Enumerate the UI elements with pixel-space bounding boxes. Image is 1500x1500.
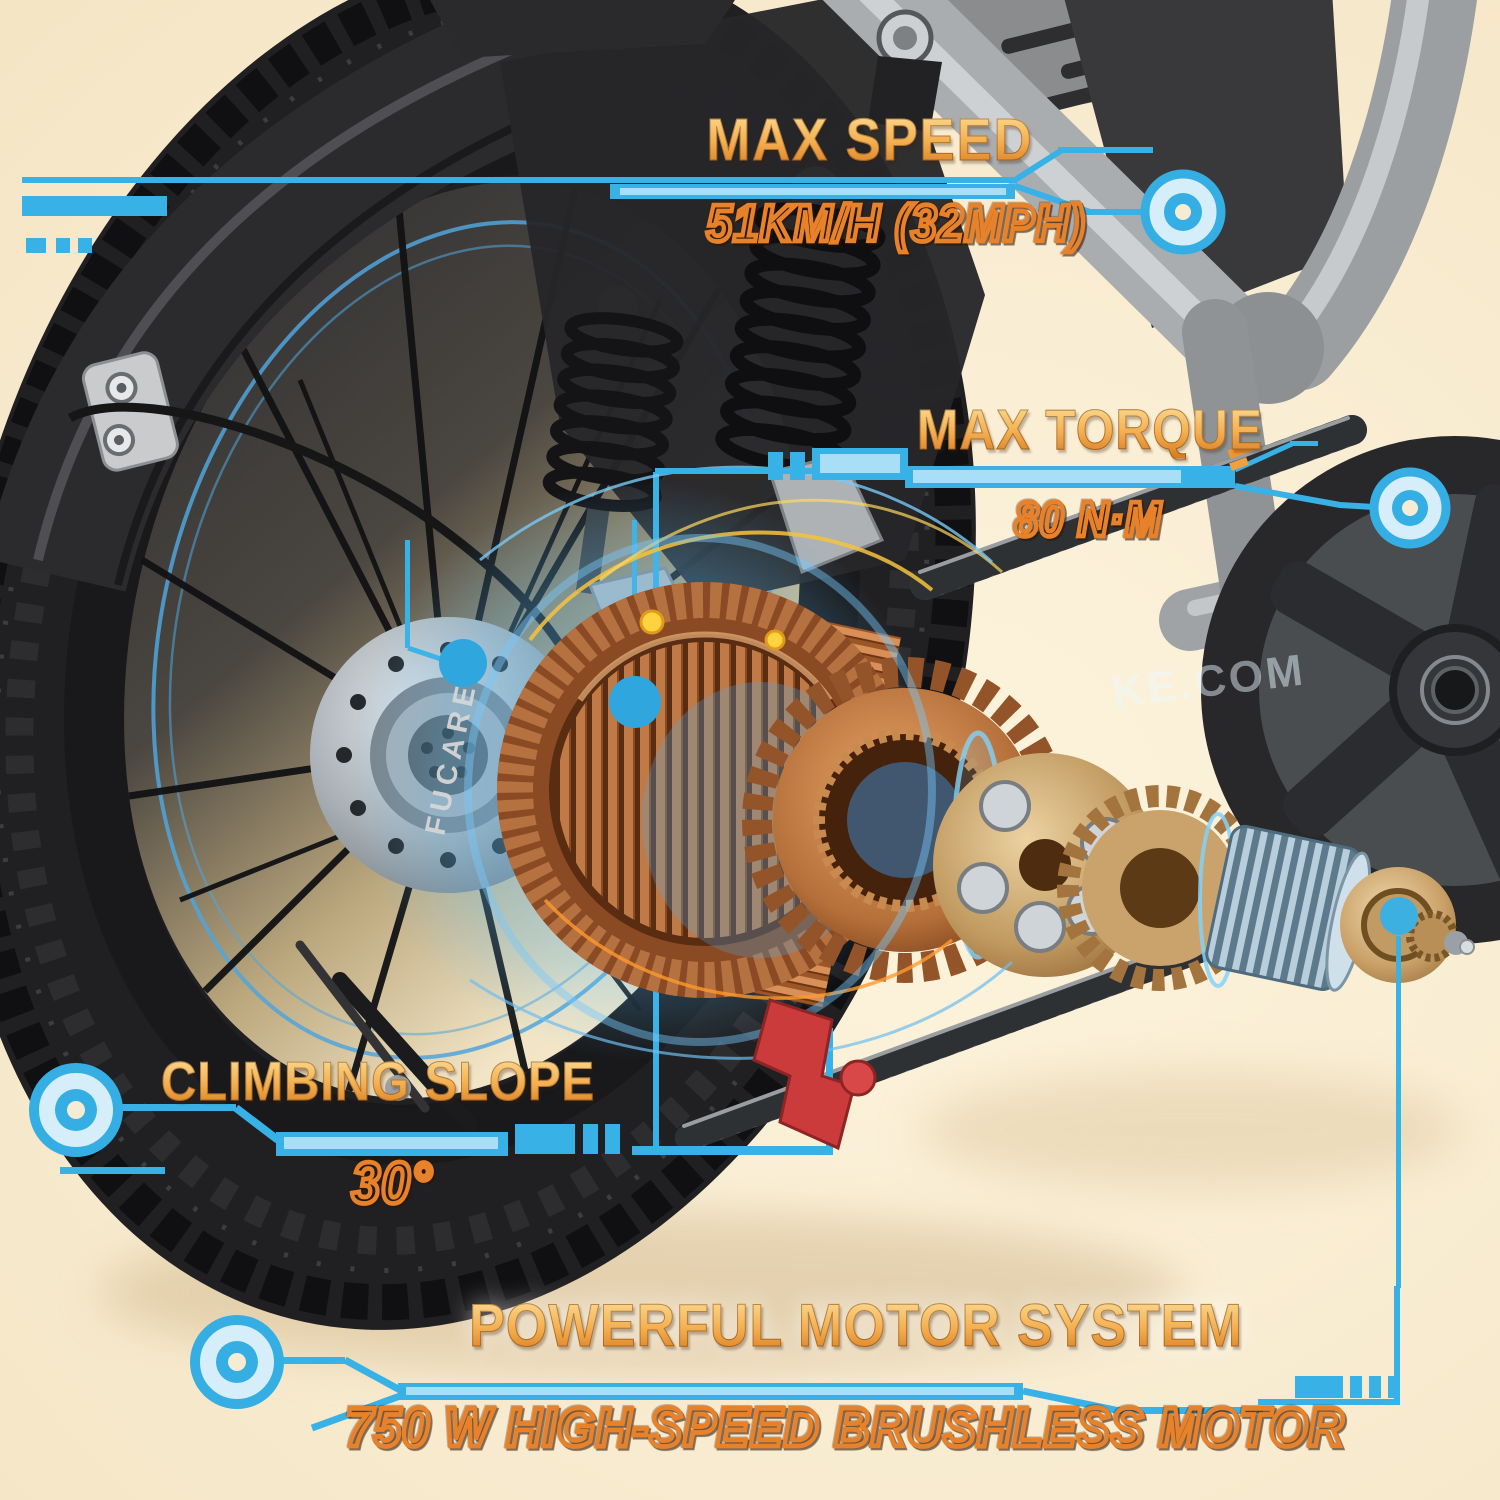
max-torque-label: MAX TORQUE <box>916 399 1264 462</box>
callout-node-motor-system <box>190 1315 284 1409</box>
max-torque-trace <box>655 441 1375 510</box>
callout-node-max-speed <box>1140 169 1226 255</box>
circuit-traces-over <box>22 147 1451 1432</box>
callout-node-climbing <box>29 1063 123 1157</box>
climbing-slope-value: 30° <box>349 1150 433 1216</box>
motor-system-label: POWERFUL MOTOR SYSTEM <box>469 1292 1243 1360</box>
max-speed-trace <box>22 147 1153 253</box>
motor-assembly <box>350 465 1475 1151</box>
callout-dot-shaft-tip <box>1380 897 1418 935</box>
axle-dropout <box>295 940 478 1133</box>
motor-system-value: 750 W HIGH-SPEED BRUSHLESS MOTOR <box>343 1397 1345 1459</box>
motor-mount-red <box>752 998 877 1151</box>
max-speed-value: 51KM/H (32MPH) <box>704 195 1086 253</box>
rack-bolt-bracket <box>868 56 942 132</box>
max-torque-value: 80 N·M <box>1012 491 1163 547</box>
climbing-slope-trace <box>60 1104 832 1174</box>
climbing-slope-label: CLIMBING SLOPE <box>160 1051 596 1113</box>
motor-system-trace <box>280 897 1418 1432</box>
max-speed-label: MAX SPEED <box>706 106 1034 173</box>
top-left-dark-bar <box>430 0 735 58</box>
callout-dot-windings <box>609 676 661 728</box>
callout-node-max-torque <box>1369 467 1451 549</box>
frame-tube-right <box>1255 0 1478 391</box>
callout-dot-stator <box>439 639 487 687</box>
